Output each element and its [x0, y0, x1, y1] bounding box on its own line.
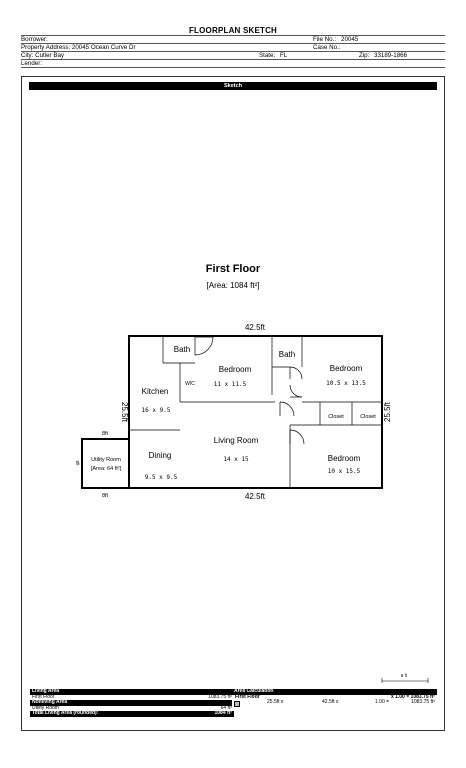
lender-row: Lender:: [21, 60, 445, 67]
calc-floor-label: First Floor: [235, 693, 260, 700]
utility-label: Utility Room: [32, 704, 59, 711]
floor-title: First Floor: [205, 263, 261, 275]
city-label: City:: [21, 52, 34, 59]
room-bedroom-3: Bedroom: [328, 454, 361, 463]
lender-label: Lender:: [21, 60, 42, 67]
floor-area: [Area: 1084 ft²]: [206, 281, 260, 290]
interior-walls: [128, 336, 382, 488]
state-label: State:: [259, 52, 276, 59]
utility-value: 64 ft²: [220, 704, 232, 711]
room-bath-2: Bath: [279, 350, 295, 359]
area-table: Living Area Area Calculation First Floor…: [30, 688, 437, 717]
utility-room-wall: [81, 438, 130, 489]
calc-a: 25.5ft x: [267, 699, 284, 706]
scale-label: 8 ft: [401, 673, 408, 678]
address-label: Property Address:: [21, 44, 71, 51]
address-value: 20045 Ocean Curve Dr: [71, 44, 136, 51]
nonliving-row: Nonliving Area 25.5ft x 42.5ft x 1.00 = …: [30, 699, 437, 707]
dim-utility-side: 8ft: [75, 460, 80, 466]
city-value: Cutler Bay: [35, 52, 64, 59]
room-living-size: 14 x 15: [223, 456, 249, 463]
dim-left: 25.5ft: [120, 402, 129, 423]
zip-label: Zip:: [359, 52, 370, 59]
address-row: Property Address: 20045 Ocean Curve Dr C…: [21, 44, 445, 51]
header-rule: [21, 35, 445, 36]
dim-utility-top: 8ft: [102, 431, 109, 437]
calc-result: 1083.75 ft²: [411, 699, 435, 706]
total-label: Total Living Area (rounded):: [32, 710, 99, 717]
calc-b: 42.5ft x: [322, 699, 339, 706]
total-value: 1084 ft²: [214, 710, 232, 717]
file-no-value: 20045: [341, 36, 359, 43]
state-value: FL: [280, 52, 288, 59]
utility-row: Utility Room 64 ft²: [30, 704, 437, 712]
calc-c: 1.00 =: [375, 699, 390, 706]
area-calc-header: Area Calculation: [234, 688, 274, 694]
zip-value: 33189-1866: [374, 52, 408, 59]
room-closet-1: Closet: [328, 414, 344, 420]
living-area-header: Living Area: [32, 688, 60, 694]
dim-utility-bottom: 8ft: [102, 493, 109, 499]
first-floor-row: First Floor 1083.75 ft² First Floor x 1.…: [30, 693, 437, 701]
dim-right: 25.5ft: [383, 401, 392, 422]
room-closet-2: Closet: [360, 414, 376, 420]
header-rule: [21, 51, 445, 52]
outer-wall: [128, 335, 383, 489]
borrower-label: Borrower:: [21, 36, 48, 43]
calc-multiplier: x 1.00 = 1083.75 ft²: [390, 693, 435, 700]
page-title: FLOORPLAN SKETCH: [188, 26, 278, 35]
scale-bar: [381, 678, 429, 683]
room-dining: Dining: [149, 451, 172, 460]
first-floor-value: 1083.75 ft²: [208, 693, 232, 700]
dim-bottom: 42.5ft: [245, 492, 266, 501]
calc-color-swatch: [234, 700, 240, 707]
living-area-header-row: Living Area Area Calculation: [30, 688, 437, 695]
borrower-row: Borrower: File No.: 20045: [21, 36, 445, 43]
header-rule: [21, 59, 445, 60]
room-bedroom-1: Bedroom: [219, 365, 252, 374]
door-swings: [194, 336, 305, 445]
header-rule: [21, 67, 445, 68]
room-bedroom-1-size: 11 x 11.5: [214, 381, 247, 388]
sketch-header-bar: Sketch: [29, 82, 437, 90]
room-dining-size: 9.5 x 9.5: [145, 474, 178, 481]
room-bedroom-3-size: 10 x 15.5: [328, 468, 361, 475]
case-no-label: Case No.:: [313, 44, 341, 51]
city-row: City: Cutler Bay State: FL Zip: 33189-18…: [21, 52, 445, 59]
room-utility-area: [Area: 64 ft²]: [91, 466, 122, 472]
dim-top: 42.5ft: [245, 323, 266, 332]
total-row: Total Living Area (rounded): 1084 ft²: [30, 711, 234, 717]
room-living: Living Room: [214, 436, 259, 445]
room-utility: Utility Room: [91, 457, 121, 463]
room-bath-1: Bath: [174, 345, 190, 354]
room-kitchen-size: 16 x 9.5: [142, 407, 171, 414]
room-bedroom-2: Bedroom: [330, 364, 363, 373]
sketch-frame: [21, 76, 445, 731]
room-wic: WIC: [185, 381, 195, 387]
file-no-label: File No.:: [313, 36, 337, 43]
room-bedroom-2-size: 10.5 x 13.5: [326, 380, 366, 387]
nonliving-header: Nonliving Area: [30, 700, 232, 706]
room-kitchen: Kitchen: [142, 387, 169, 396]
first-floor-label: First Floor: [32, 693, 55, 700]
header-rule: [21, 43, 445, 44]
